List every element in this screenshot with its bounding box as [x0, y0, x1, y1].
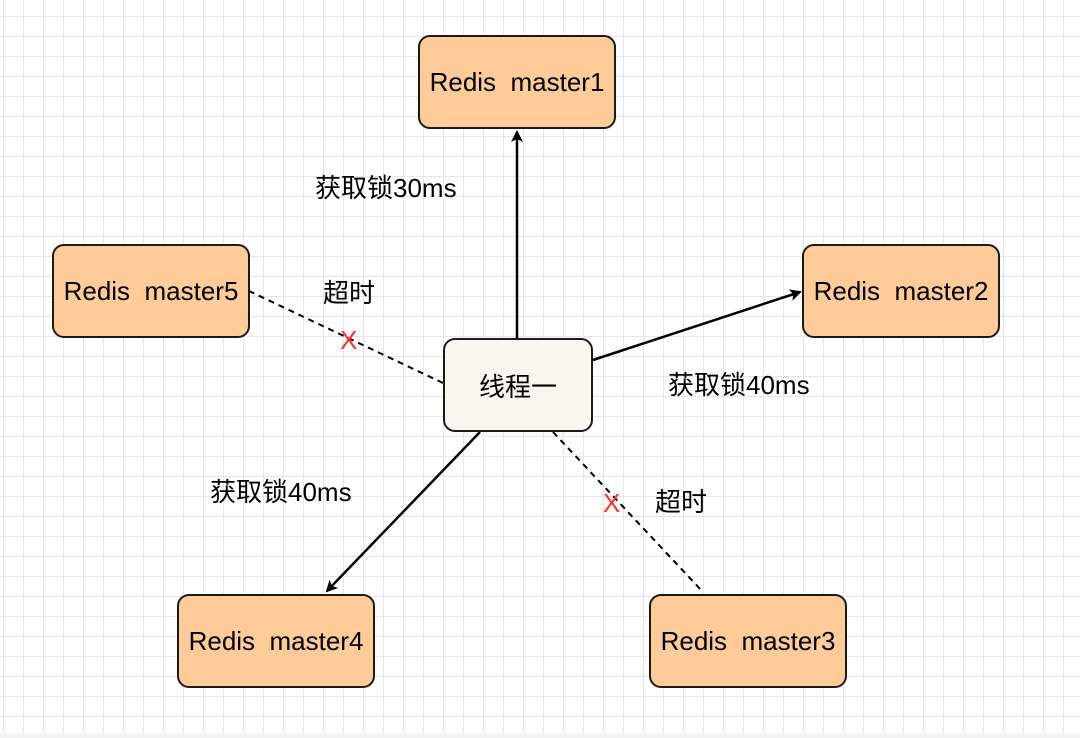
edge-label-master4: 获取锁40ms: [210, 477, 352, 507]
timeout-mark-master5: X: [340, 325, 358, 355]
node-label: 线程一: [478, 371, 557, 402]
edge-label-master3: 超时: [655, 487, 708, 517]
edge-label-master5: 超时: [323, 278, 376, 308]
node-label: Redis master3: [660, 625, 836, 656]
edge-label-master1: 获取锁30ms: [315, 173, 457, 203]
edge-to-master5: [248, 290, 444, 384]
node-redis-master1[interactable]: Redis master1: [418, 35, 616, 129]
node-redis-master3[interactable]: Redis master3: [649, 594, 847, 688]
edge-to-master2: [592, 289, 802, 362]
edge-to-master4: [325, 431, 481, 593]
node-label: Redis master2: [813, 275, 989, 306]
node-thread[interactable]: 线程一: [443, 338, 593, 432]
node-redis-master4[interactable]: Redis master4: [177, 594, 375, 688]
node-label: Redis master4: [188, 625, 364, 656]
edge-to-master3: [552, 431, 703, 592]
edge-label-master2: 获取锁40ms: [668, 370, 810, 400]
bottom-edge: [0, 733, 1080, 738]
node-redis-master2[interactable]: Redis master2: [802, 244, 1000, 338]
node-label: Redis master5: [63, 275, 239, 306]
timeout-mark-master3: X: [603, 488, 621, 518]
node-label: Redis master1: [429, 66, 605, 97]
node-redis-master5[interactable]: Redis master5: [52, 244, 250, 338]
